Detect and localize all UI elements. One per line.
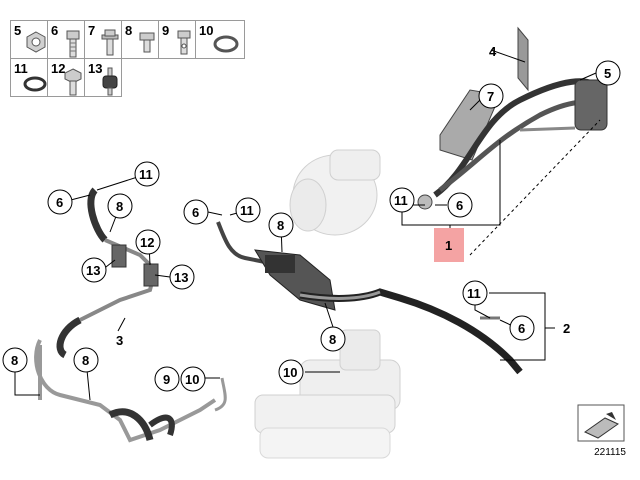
legend-cell: 13 (84, 58, 122, 97)
rubber-mount-icon (102, 67, 118, 96)
callout-label: 9 (163, 372, 170, 387)
callout-label: 2 (563, 321, 570, 336)
callout-label: 13 (86, 263, 100, 278)
callout-label: 8 (277, 218, 284, 233)
callout-label: 4 (489, 44, 497, 59)
callout-label: 11 (394, 193, 408, 208)
callout-label: 11 (467, 286, 481, 301)
legend-number: 6 (51, 23, 59, 38)
callout-label: 12 (140, 235, 154, 250)
legend-number: 13 (88, 61, 103, 76)
flange-bolt-icon (101, 29, 119, 56)
legend-number: 8 (125, 23, 133, 38)
sealing-ring-icon (213, 35, 239, 53)
callout-label: 5 (604, 66, 611, 81)
legend-number: 10 (199, 23, 214, 38)
callout-label: 13 (174, 270, 188, 285)
callout-label: 11 (139, 167, 153, 182)
callouts: 4 5 7 11 6 1 11 6 8 12 13 13 3 6 11 8 8 (2, 44, 621, 392)
catalog-number: 221115 (594, 447, 626, 458)
legend-number: 7 (88, 23, 96, 38)
compressor-ghost (289, 149, 381, 236)
callout-label: 11 (240, 203, 254, 218)
legend-number: 11 (14, 61, 28, 76)
hex-bolt-icon (66, 30, 80, 58)
legend-cell: 10 (195, 20, 245, 59)
legend-cell: 12 (47, 58, 85, 97)
legend-number: 12 (51, 61, 66, 76)
short-bolt-icon (139, 32, 155, 53)
callout-label: 6 (518, 321, 525, 336)
return-hose-assembly (34, 187, 217, 443)
banjo-bolt-icon (177, 30, 191, 55)
parts-legend-table: 5 6 7 8 9 10 11 12 13 (10, 20, 245, 97)
catalog-plate-icon (577, 404, 625, 442)
callout-label: 6 (192, 205, 199, 220)
callout-label: 3 (116, 333, 123, 348)
callout-label: 7 (487, 89, 494, 104)
callout-label: 8 (82, 353, 89, 368)
nut-icon (26, 31, 46, 53)
callout-label: 10 (283, 365, 297, 380)
callout-label: 8 (116, 199, 123, 214)
legend-number: 9 (162, 23, 170, 38)
callout-label: 8 (329, 332, 336, 347)
hex-bolt-large-icon (64, 68, 82, 96)
callout-label: 6 (456, 198, 463, 213)
callout-box-1-highlight (434, 228, 464, 262)
legend-cell: 5 (10, 20, 48, 59)
callout-label-1: 1 (445, 238, 452, 253)
callout-label: 10 (185, 372, 199, 387)
callout-label: 8 (11, 353, 18, 368)
callout-label: 6 (56, 195, 63, 210)
supply-line-assembly (214, 221, 523, 412)
legend-cell: 11 (10, 58, 48, 97)
legend-cell: 8 (121, 20, 159, 59)
o-ring-icon (23, 76, 47, 92)
legend-cell: 9 (158, 20, 196, 59)
legend-number: 5 (14, 23, 22, 38)
pressure-hose-assembly (417, 26, 608, 210)
